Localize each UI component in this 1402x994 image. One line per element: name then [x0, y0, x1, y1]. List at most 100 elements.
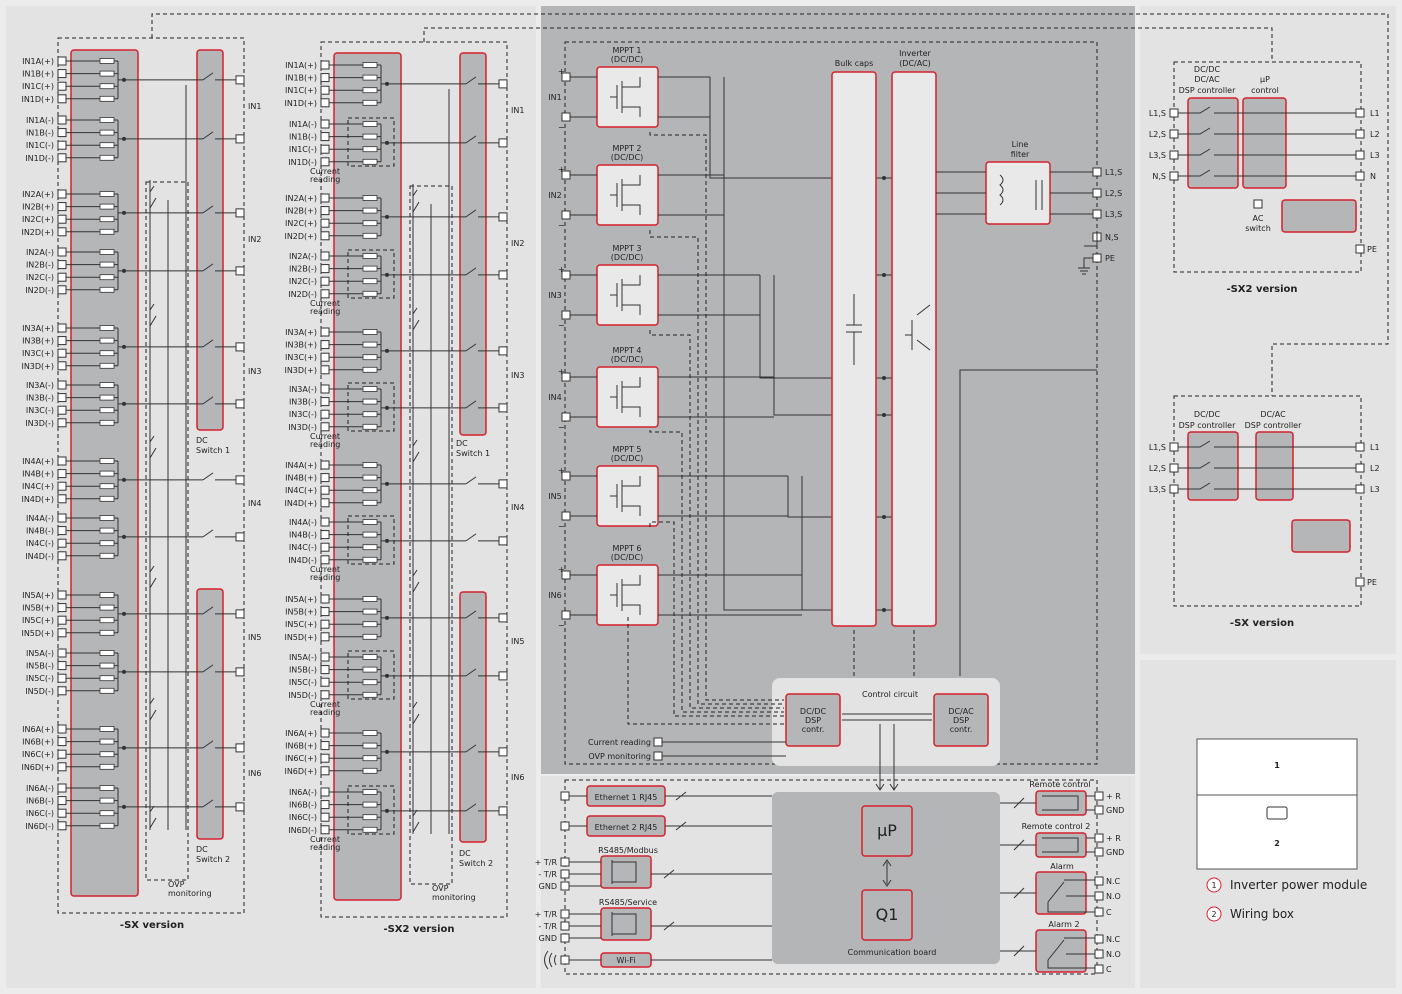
sx-input-terminal[interactable]: [57, 551, 67, 561]
rs485-service-t2[interactable]: [560, 921, 570, 931]
sx2-input-terminal[interactable]: [320, 741, 330, 751]
sx-input-terminal[interactable]: [57, 260, 67, 270]
sx-input-terminal[interactable]: [57, 285, 67, 295]
sx2-input-terminal[interactable]: [320, 397, 330, 407]
sx2-input-terminal[interactable]: [320, 652, 330, 662]
sx2-input-terminal[interactable]: [320, 517, 330, 527]
sx2-input-terminal[interactable]: [320, 800, 330, 810]
sx-output-terminal[interactable]: [235, 399, 245, 409]
sx2-input-terminal[interactable]: [320, 825, 330, 835]
sx2-input-terminal[interactable]: [320, 276, 330, 286]
sx2-output-terminal[interactable]: [498, 536, 508, 546]
sx-input-terminal[interactable]: [57, 128, 67, 138]
sx-input-terminal[interactable]: [57, 380, 67, 390]
remote2-t1[interactable]: [1094, 833, 1104, 843]
ac-sx-out-terminal[interactable]: [1355, 442, 1365, 452]
sx-input-terminal[interactable]: [57, 673, 67, 683]
sx2-input-terminal[interactable]: [320, 619, 330, 629]
sx2-input-terminal[interactable]: [320, 206, 330, 216]
ethernet2-terminal[interactable]: [560, 821, 570, 831]
sx-input-terminal[interactable]: [57, 405, 67, 415]
sx2-output-terminal[interactable]: [498, 270, 508, 280]
sx-output-terminal[interactable]: [235, 475, 245, 485]
sx2-input-terminal[interactable]: [320, 409, 330, 419]
sx2-output-terminal[interactable]: [498, 613, 508, 623]
sx-input-terminal[interactable]: [57, 348, 67, 358]
sx2-input-terminal[interactable]: [320, 384, 330, 394]
sx2-input-terminal[interactable]: [320, 340, 330, 350]
ac-sx2-in-terminal[interactable]: [1169, 150, 1179, 160]
sx-output-terminal[interactable]: [235, 609, 245, 619]
sx-input-terminal[interactable]: [57, 796, 67, 806]
sx-input-terminal[interactable]: [57, 247, 67, 257]
ac-sx-in-terminal[interactable]: [1169, 442, 1179, 452]
sx-input-terminal[interactable]: [57, 603, 67, 613]
sx-input-terminal[interactable]: [57, 494, 67, 504]
mppt-minus-terminal[interactable]: [561, 310, 571, 320]
sx2-input-terminal[interactable]: [320, 787, 330, 797]
sx-output-terminal[interactable]: [235, 532, 245, 542]
ethernet1-terminal[interactable]: [560, 791, 570, 801]
sx-input-terminal[interactable]: [57, 737, 67, 747]
sx2-input-terminal[interactable]: [320, 85, 330, 95]
sx2-input-terminal[interactable]: [320, 542, 330, 552]
sx-input-terminal[interactable]: [57, 661, 67, 671]
alarm-nc-terminal[interactable]: [1094, 876, 1104, 886]
sx-input-terminal[interactable]: [57, 538, 67, 548]
sx-input-terminal[interactable]: [57, 724, 67, 734]
sx-output-terminal[interactable]: [235, 667, 245, 677]
mppt-plus-terminal[interactable]: [561, 372, 571, 382]
sx2-input-terminal[interactable]: [320, 231, 330, 241]
sx2-input-terminal[interactable]: [320, 753, 330, 763]
sx-output-terminal[interactable]: [235, 802, 245, 812]
sx2-input-terminal[interactable]: [320, 327, 330, 337]
ac-sx2-out-terminal[interactable]: [1355, 129, 1365, 139]
sx-input-terminal[interactable]: [57, 94, 67, 104]
rs485-modbus-t3[interactable]: [560, 881, 570, 891]
sx-input-terminal[interactable]: [57, 81, 67, 91]
alarm2-no-terminal[interactable]: [1094, 949, 1104, 959]
ac-sx-out-terminal[interactable]: [1355, 463, 1365, 473]
sx-input-terminal[interactable]: [57, 821, 67, 831]
sx-input-terminal[interactable]: [57, 783, 67, 793]
sx-input-terminal[interactable]: [57, 749, 67, 759]
sx-input-terminal[interactable]: [57, 686, 67, 696]
sx2-input-terminal[interactable]: [320, 460, 330, 470]
rs485-service-t1[interactable]: [560, 909, 570, 919]
sx-input-terminal[interactable]: [57, 628, 67, 638]
sx2-input-terminal[interactable]: [320, 665, 330, 675]
sx-output-terminal[interactable]: [235, 134, 245, 144]
sx2-input-terminal[interactable]: [320, 251, 330, 261]
sx2-input-terminal[interactable]: [320, 144, 330, 154]
rs485-modbus-t2[interactable]: [560, 869, 570, 879]
sx-input-terminal[interactable]: [57, 336, 67, 346]
ac-output-terminal[interactable]: [1092, 188, 1102, 198]
mppt-plus-terminal[interactable]: [561, 72, 571, 82]
sx-input-terminal[interactable]: [57, 140, 67, 150]
ac-sx2-pe-terminal[interactable]: [1355, 244, 1365, 254]
mppt-plus-terminal[interactable]: [561, 170, 571, 180]
sx-output-terminal[interactable]: [235, 342, 245, 352]
sx2-input-terminal[interactable]: [320, 485, 330, 495]
sx-output-terminal[interactable]: [235, 743, 245, 753]
ac-sx-in-terminal[interactable]: [1169, 463, 1179, 473]
sx2-output-terminal[interactable]: [498, 479, 508, 489]
sx2-output-terminal[interactable]: [498, 346, 508, 356]
sx-input-terminal[interactable]: [57, 590, 67, 600]
sx2-input-terminal[interactable]: [320, 193, 330, 203]
sx-input-terminal[interactable]: [57, 361, 67, 371]
ac-switch-terminal[interactable]: [1253, 199, 1263, 209]
sx2-output-terminal[interactable]: [498, 806, 508, 816]
ac-sx2-out-terminal[interactable]: [1355, 171, 1365, 181]
sx-input-terminal[interactable]: [57, 808, 67, 818]
ac-sx2-in-terminal[interactable]: [1169, 108, 1179, 118]
mppt-plus-terminal[interactable]: [561, 570, 571, 580]
sx-input-terminal[interactable]: [57, 323, 67, 333]
alarm-no-terminal[interactable]: [1094, 891, 1104, 901]
ac-sx-in-terminal[interactable]: [1169, 484, 1179, 494]
sx2-input-terminal[interactable]: [320, 690, 330, 700]
sx2-input-terminal[interactable]: [320, 677, 330, 687]
ac-sx2-in-terminal[interactable]: [1169, 171, 1179, 181]
sx-input-terminal[interactable]: [57, 469, 67, 479]
mppt-plus-terminal[interactable]: [561, 270, 571, 280]
